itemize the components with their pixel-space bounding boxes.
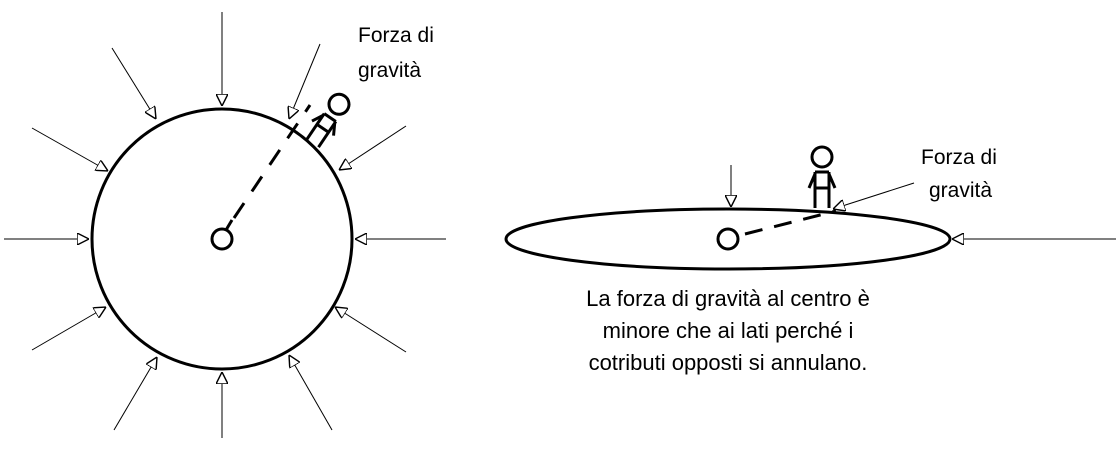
- sphere-center-icon: [210, 227, 234, 251]
- sphere-gravity-label-line2: gravità: [358, 59, 421, 82]
- disk-radius-dashed: [744, 209, 837, 236]
- sphere-radius-dashed: [232, 104, 312, 219]
- gravity-arrow-left-lower: [31, 307, 106, 351]
- gravity-arrow-left-upper: [31, 127, 108, 171]
- gravity-arrow-right-upper: [339, 125, 407, 170]
- caption-line2: minore che ai lati perché i: [603, 318, 854, 343]
- sphere-center-tick: [224, 219, 234, 231]
- sphere-gravity-label-line1: Forza di: [358, 24, 434, 47]
- disk-gravity-label-line2: gravità: [929, 179, 992, 202]
- gravity-arrow-upper-right: [289, 43, 321, 119]
- gravity-arrow-lower-right: [289, 355, 333, 431]
- gravity-arrow-lower-left: [113, 357, 157, 431]
- planet-sphere: [90, 107, 354, 371]
- disk-person-icon: [807, 145, 837, 208]
- disk-gravity-arrow-diagonal: [833, 182, 915, 209]
- sphere-person-icon: [305, 92, 351, 148]
- caption-line1: La forza di gravità al centro è: [586, 286, 870, 311]
- sphere-gravity-arrows: [4, 12, 446, 438]
- sphere-panel: Forza di gravità: [4, 12, 446, 438]
- gravity-arrow-upper-left: [111, 47, 156, 119]
- gravity-arrow-right-lower: [335, 307, 407, 353]
- disk-panel: Forza di gravità La forza di gravità al …: [504, 145, 1116, 375]
- disk-gravity-label-line1: Forza di: [921, 146, 997, 169]
- disk-center-icon: [716, 227, 740, 251]
- caption-line3: cotributi opposti si annulano.: [589, 350, 868, 375]
- planet-disk: [504, 207, 952, 271]
